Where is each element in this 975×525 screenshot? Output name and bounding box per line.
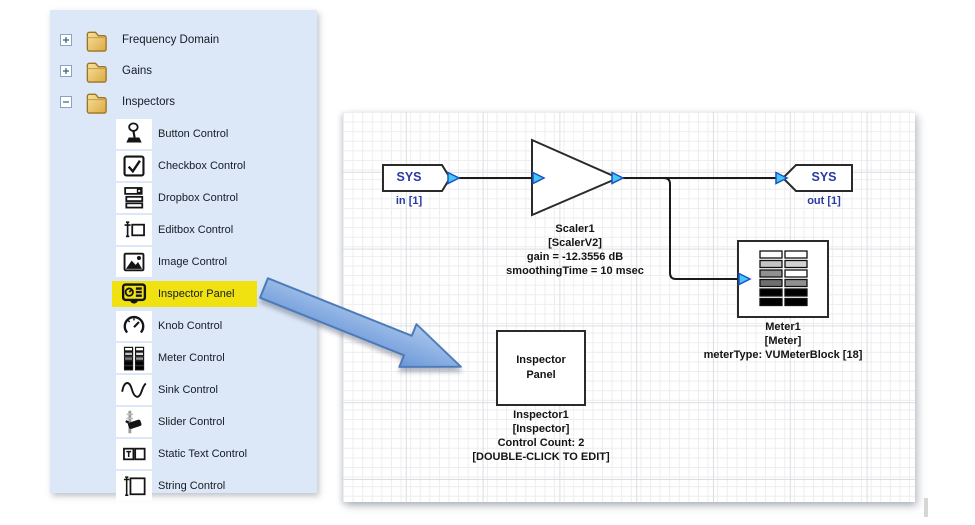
port-meter-input[interactable]: [738, 272, 752, 286]
icon-cell: [116, 215, 152, 245]
tree-item-string-control[interactable]: String Control: [50, 471, 317, 501]
port-sys-out-input[interactable]: [775, 171, 789, 185]
scaler-smoothing: smoothingTime = 10 msec: [506, 265, 644, 277]
icon-cell: [116, 119, 152, 149]
inspector-box-label: Inspector Panel: [497, 353, 585, 383]
icon-cell: [116, 439, 152, 469]
tree-item-knob-control[interactable]: Knob Control: [50, 311, 317, 341]
static-text-icon: [123, 447, 146, 461]
meter-metertype: meterType: VUMeterBlock [18]: [703, 349, 863, 361]
tree-item-label[interactable]: Image Control: [158, 256, 228, 268]
scaler-gain: gain = -12.3556 dB: [526, 251, 624, 263]
tree-item-label[interactable]: Slider Control: [158, 416, 225, 428]
port-scaler-output[interactable]: [611, 171, 625, 185]
image-icon: [123, 252, 145, 272]
scaler-type: [ScalerV2]: [548, 237, 602, 249]
icon-cell: [116, 407, 152, 437]
inspector-block[interactable]: [496, 330, 586, 406]
tree-item-checkbox-control[interactable]: Checkbox Control: [50, 151, 317, 181]
tree-group-label[interactable]: Gains: [122, 65, 153, 77]
sys-out-block[interactable]: [781, 164, 853, 192]
icon-cell: [116, 375, 152, 405]
scaler-block[interactable]: [531, 138, 621, 217]
tree-item-label[interactable]: Inspector Panel: [158, 288, 235, 300]
tree-item-inspector-panel[interactable]: Inspector Panel: [50, 279, 317, 309]
string-icon: [123, 476, 146, 496]
icon-cell: [116, 471, 152, 501]
inspector-name: Inspector1: [513, 409, 569, 421]
checkbox-icon: [123, 155, 145, 177]
icon-cell: [116, 343, 152, 373]
icon-cell: [116, 247, 152, 277]
tree-group-frequency-domain[interactable]: Frequency Domain: [50, 25, 317, 55]
wire-branch-to-meter[interactable]: [663, 177, 739, 280]
tree-item-dropbox-control[interactable]: Dropbox Control: [50, 183, 317, 213]
sys-out-title: SYS: [811, 170, 837, 184]
port-sys-in-output[interactable]: [447, 171, 461, 185]
tree-group-label[interactable]: Inspectors: [122, 96, 176, 108]
meter-block[interactable]: [737, 240, 829, 318]
tree-item-label[interactable]: Knob Control: [158, 320, 223, 332]
sys-out-subtitle: out [1]: [807, 195, 841, 207]
tree-item-label[interactable]: Button Control: [158, 128, 229, 140]
dropbox-icon: [124, 187, 144, 209]
tree-item-label[interactable]: Checkbox Control: [158, 160, 246, 172]
tree-item-slider-control[interactable]: Slider Control: [50, 407, 317, 437]
tree-item-image-control[interactable]: Image Control: [50, 247, 317, 277]
knob-icon: [123, 316, 145, 334]
tree-group-label[interactable]: Frequency Domain: [122, 34, 220, 46]
folder-icon: [84, 89, 109, 116]
schematic-canvas[interactable]: SYS in [1] Scaler1 [ScalerV2] gain = -12…: [343, 112, 915, 502]
icon-cell: [116, 183, 152, 213]
inspector-edit-hint: [DOUBLE-CLICK TO EDIT]: [472, 451, 610, 463]
inspector-box-line2: Panel: [526, 369, 556, 381]
icon-cell: [116, 311, 152, 341]
tree-group-gains[interactable]: Gains: [50, 56, 317, 86]
folder-icon: [84, 58, 109, 85]
component-tree-panel: Frequency Domain Gains Inspectors: [50, 10, 317, 501]
sys-in-subtitle: in [1]: [395, 195, 423, 207]
tree-group-inspectors[interactable]: Inspectors: [50, 87, 317, 117]
folder-icon: [84, 27, 109, 54]
sys-in-block[interactable]: [382, 164, 452, 192]
tree-item-label[interactable]: Sink Control: [158, 384, 218, 396]
tree-item-label[interactable]: Editbox Control: [158, 224, 234, 236]
inspector-type: [Inspector]: [512, 423, 570, 435]
inspector-control-count: Control Count: 2: [497, 437, 585, 449]
meter-segments-graphic: [759, 250, 808, 307]
icon-cell: [116, 279, 152, 309]
slider-icon: [125, 410, 142, 434]
tree-item-button-control[interactable]: Button Control: [50, 119, 317, 149]
meter-icon: [123, 346, 145, 371]
sys-in-title: SYS: [396, 170, 422, 184]
button-icon: [126, 122, 142, 143]
scrollbar-fragment: [924, 498, 928, 517]
meter-name: Meter1: [765, 321, 801, 333]
tree-item-label[interactable]: Dropbox Control: [158, 192, 239, 204]
tree-item-editbox-control[interactable]: Editbox Control: [50, 215, 317, 245]
expand-plus-icon[interactable]: [60, 65, 72, 77]
tree-item-label[interactable]: String Control: [158, 480, 226, 492]
meter-type: [Meter]: [764, 335, 802, 347]
editbox-icon: [124, 221, 145, 238]
tree-item-label[interactable]: Static Text Control: [158, 448, 248, 460]
collapse-minus-icon[interactable]: [60, 96, 72, 108]
inspector-panel-icon: [121, 283, 147, 304]
tree-item-static-text-control[interactable]: Static Text Control: [50, 439, 317, 469]
tree-item-sink-control[interactable]: Sink Control: [50, 375, 317, 405]
tree-item-meter-control[interactable]: Meter Control: [50, 343, 317, 373]
tree-item-label[interactable]: Meter Control: [158, 352, 225, 364]
expand-plus-icon[interactable]: [60, 34, 72, 46]
sink-icon: [121, 382, 147, 398]
inspector-box-line1: Inspector: [516, 354, 566, 366]
icon-cell: [116, 151, 152, 181]
scaler-name: Scaler1: [555, 223, 595, 235]
port-scaler-input[interactable]: [532, 171, 546, 185]
